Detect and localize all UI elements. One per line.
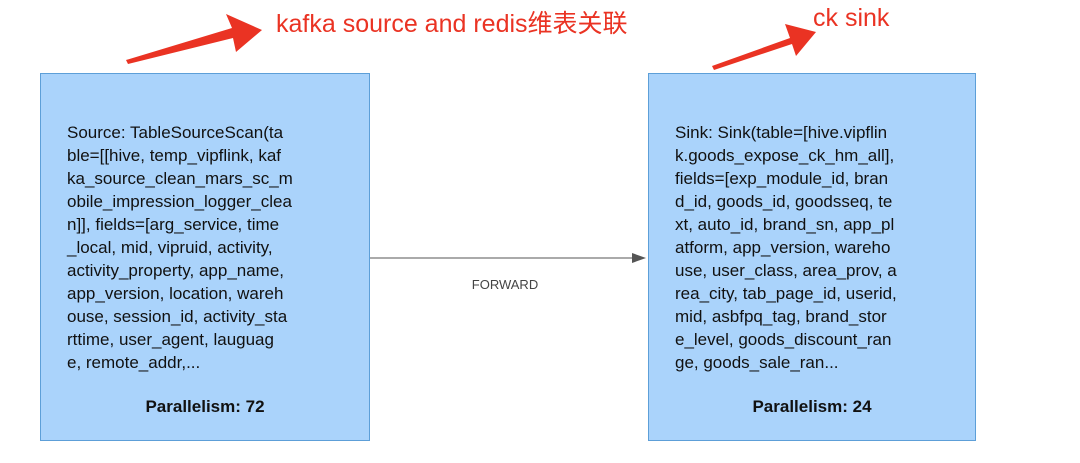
sink-node[interactable]: Sink: Sink(table=[hive.vipflin k.goods_e…	[648, 73, 976, 441]
sink-node-parallelism: Parallelism: 24	[752, 397, 872, 416]
edge-arrowhead	[632, 253, 646, 263]
sink-node-description: Sink: Sink(table=[hive.vipflin k.goods_e…	[675, 123, 897, 372]
source-node[interactable]: Source: TableSourceScan(ta ble=[[hive, t…	[40, 73, 370, 441]
annotation-ck-sink: ck sink	[813, 4, 890, 32]
annotation-arrow-right	[712, 24, 816, 70]
source-node-parallelism: Parallelism: 72	[145, 397, 265, 416]
annotation-source-redis: kafka source and redis维表关联	[276, 10, 628, 38]
annotation-arrow-left	[126, 14, 262, 64]
edge-label-forward: FORWARD	[471, 277, 539, 292]
source-node-description: Source: TableSourceScan(ta ble=[[hive, t…	[67, 123, 293, 372]
